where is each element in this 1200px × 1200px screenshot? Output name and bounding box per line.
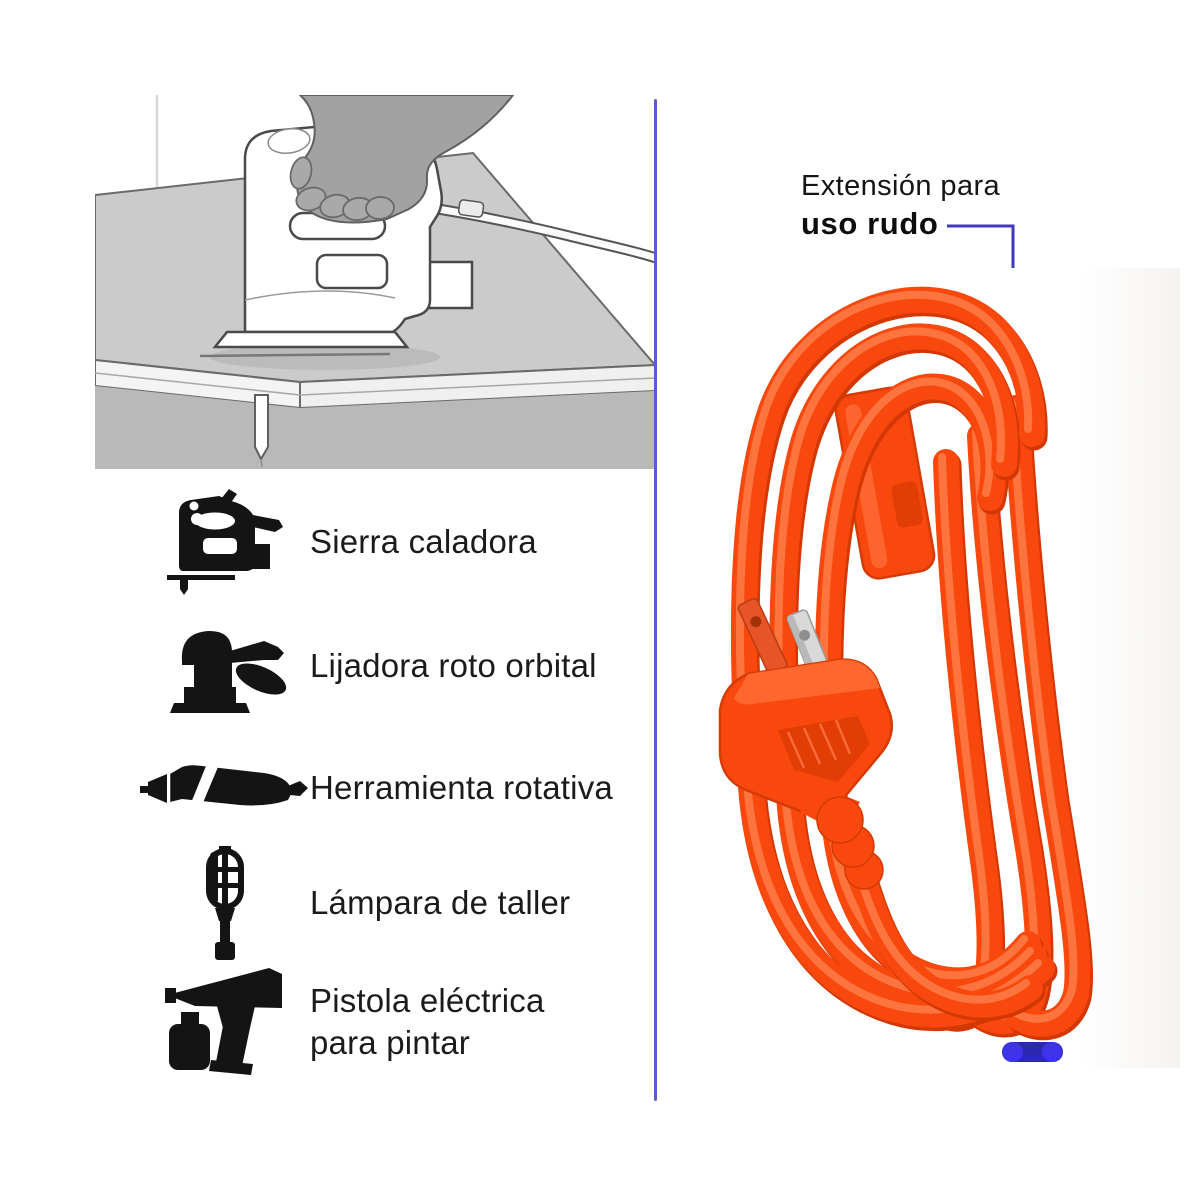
- tool-row-spray-gun: Pistola eléctrica para pintar: [140, 966, 670, 1078]
- jigsaw-illustration: [95, 95, 656, 469]
- cord-plug: [718, 597, 893, 890]
- tool-label: Lijadora roto orbital: [310, 646, 597, 684]
- headline-line2: uso rudo: [801, 206, 939, 241]
- finger: [295, 186, 327, 212]
- plug-boot: [816, 796, 884, 890]
- headline: Extensión para uso rudo: [801, 170, 1000, 242]
- tool-shadow: [210, 344, 440, 370]
- tool-row-lamp: Lámpara de taller: [140, 843, 670, 963]
- saw-blade-below: [254, 394, 269, 462]
- tool-label: Herramienta rotativa: [310, 768, 613, 806]
- dust-port: [426, 260, 474, 310]
- vent-panel: [315, 253, 389, 290]
- cut-line: [260, 458, 263, 468]
- paint-spray-gun-icon: [140, 968, 310, 1076]
- front-knob: [267, 128, 311, 154]
- vertical-divider: [654, 99, 657, 1101]
- hand-arm: [295, 95, 514, 224]
- work-lamp-icon: [140, 846, 310, 960]
- carousel-pager-pill: [1002, 1042, 1063, 1062]
- headline-line1: Extensión para: [801, 170, 1001, 202]
- shoe-plate: [212, 330, 410, 349]
- under-table: [95, 386, 655, 469]
- body-seam: [244, 290, 396, 301]
- jigsaw-icon: [140, 489, 310, 595]
- finger: [365, 196, 395, 220]
- rotary-tool-icon: [140, 762, 310, 814]
- tool-row-rotary: Herramienta rotativa: [140, 758, 670, 818]
- plug-grip-hatch: [786, 719, 852, 769]
- plug-grip: [778, 716, 870, 782]
- extension-cord-photo: [690, 268, 1180, 1068]
- plug-face-highlight: [734, 659, 880, 705]
- cord-ferrule: [457, 199, 485, 218]
- thumb: [289, 156, 313, 190]
- tool-label: Lámpara de taller: [310, 883, 571, 921]
- edge-laminate-line: [95, 372, 656, 396]
- orbital-sander-icon: [140, 617, 310, 715]
- tool-row-jigsaw: Sierra caladora: [140, 487, 670, 597]
- tool-label: Sierra caladora: [310, 522, 537, 560]
- pager-dot: [1042, 1042, 1062, 1062]
- tool-row-sander: Lijadora roto orbital: [140, 617, 670, 715]
- pager-dot: [1003, 1042, 1023, 1062]
- tool-label: Pistola eléctrica para pintar: [310, 981, 545, 1061]
- guide-plate-line: [199, 352, 391, 358]
